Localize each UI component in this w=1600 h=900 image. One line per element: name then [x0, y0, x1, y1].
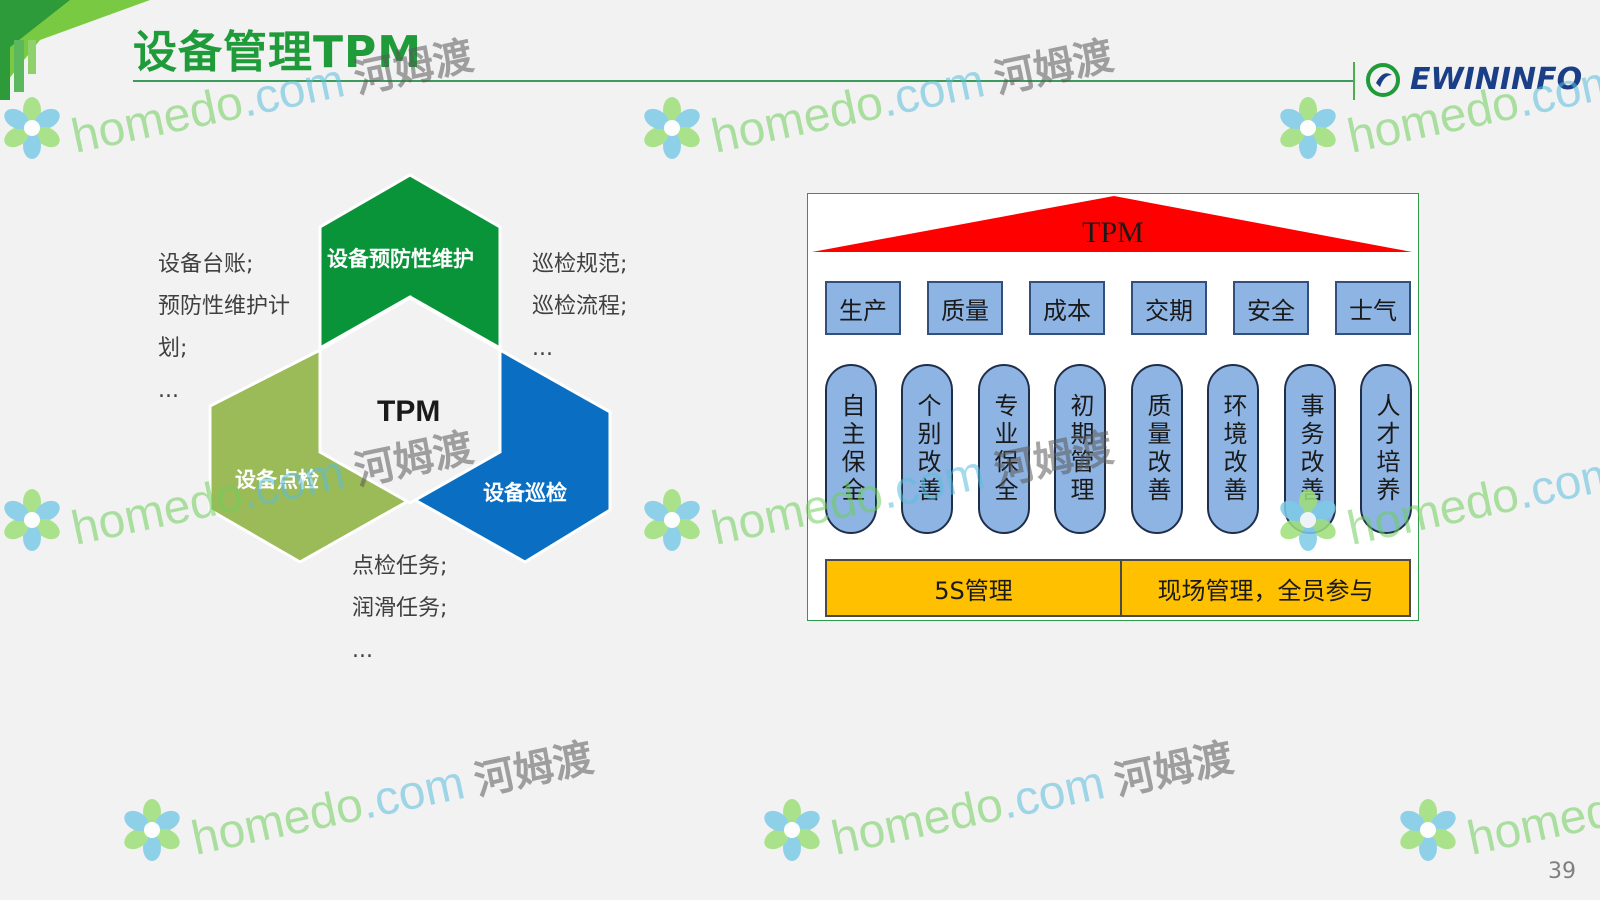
pillar: 自主保全: [825, 364, 877, 534]
goal-block: 生产: [825, 281, 901, 335]
note-line: ...: [352, 638, 373, 663]
corner-decoration: [0, 0, 150, 100]
watermark-text: homedo.com 河姆渡: [1462, 777, 1600, 866]
goal-block: 成本: [1029, 281, 1105, 335]
goal-block: 质量: [927, 281, 1003, 335]
house-roof: [812, 196, 1412, 252]
pillar: 初期管理: [1054, 364, 1106, 534]
pillar-label: 环境改善: [1219, 393, 1247, 505]
goal-block: 安全: [1233, 281, 1309, 335]
watermark-flower-icon: [120, 798, 184, 862]
pillar-label: 专业保全: [990, 393, 1018, 505]
pillar-label: 初期管理: [1066, 393, 1094, 505]
note-line: 巡检规范;: [532, 252, 628, 277]
note-line: 点检任务;: [352, 554, 448, 579]
note-line: ...: [158, 378, 179, 403]
watermark-text: homedo.com 河姆渡: [706, 33, 1118, 164]
pillar-label: 个别改善: [913, 393, 941, 505]
logo-swirl-icon: [1366, 62, 1400, 97]
note-inspection: 巡检规范; 巡检流程; ...: [532, 244, 627, 370]
logo-divider: [1353, 62, 1355, 100]
hex-center: [318, 296, 502, 505]
base-site-management: 现场管理，全员参与: [1120, 559, 1411, 617]
pillar: 专业保全: [978, 364, 1030, 534]
note-line: 设备台账;: [158, 252, 254, 277]
tpm-house-diagram: TPM 生产 质量 成本 交期 安全 士气 自主保全 个别改善 专业保全 初期管…: [807, 193, 1419, 621]
watermark-flower-icon: [1396, 798, 1460, 862]
note-spot-check: 点检任务; 润滑任务; ...: [352, 546, 447, 672]
tpm-hex-diagram: 设备预防性维护 设备点检 设备巡检 TPM: [205, 170, 645, 580]
pillar-label: 事务改善: [1296, 393, 1324, 505]
hex-left-label: 设备点检: [235, 468, 319, 492]
note-line: 巡检流程;: [532, 294, 628, 319]
logo-text: EWININFO: [1410, 62, 1583, 97]
hex-right-label: 设备巡检: [483, 481, 567, 505]
watermark-flower-icon: [760, 798, 824, 862]
hex-center-label: TPM: [377, 395, 441, 428]
page-number: 39: [1548, 859, 1576, 884]
pillar-label: 质量改善: [1143, 393, 1171, 505]
pillar: 人才培养: [1360, 364, 1412, 534]
pillar: 质量改善: [1131, 364, 1183, 534]
pillar: 环境改善: [1207, 364, 1259, 534]
goal-block: 士气: [1335, 281, 1411, 335]
watermark-text: homedo.com 河姆渡: [826, 735, 1238, 866]
note-preventive-maintenance: 设备台账; 预防性维护计 划; ...: [158, 244, 290, 412]
note-line: 预防性维护计: [158, 294, 291, 319]
page-title: 设备管理TPM: [133, 27, 423, 78]
pillar: 个别改善: [901, 364, 953, 534]
base-5s: 5S管理: [825, 559, 1122, 617]
pillar: 事务改善: [1284, 364, 1336, 534]
note-line: 润滑任务;: [352, 596, 448, 621]
goal-block: 交期: [1131, 281, 1207, 335]
pillar-label: 自主保全: [837, 393, 865, 505]
note-line: 划;: [158, 336, 188, 361]
watermark-text: homedo.com 河姆渡: [186, 735, 598, 866]
watermark-flower-icon: [0, 488, 64, 552]
note-line: ...: [532, 336, 553, 361]
watermark-flower-icon: [640, 96, 704, 160]
watermark-flower-icon: [640, 488, 704, 552]
roof-label: TPM: [1082, 216, 1144, 249]
watermark-flower-icon: [1276, 96, 1340, 160]
brand-logo: EWININFO: [1366, 62, 1582, 97]
pillar-label: 人才培养: [1372, 393, 1400, 505]
title-divider: [133, 80, 1353, 82]
hex-top-label: 设备预防性维护: [327, 247, 474, 271]
